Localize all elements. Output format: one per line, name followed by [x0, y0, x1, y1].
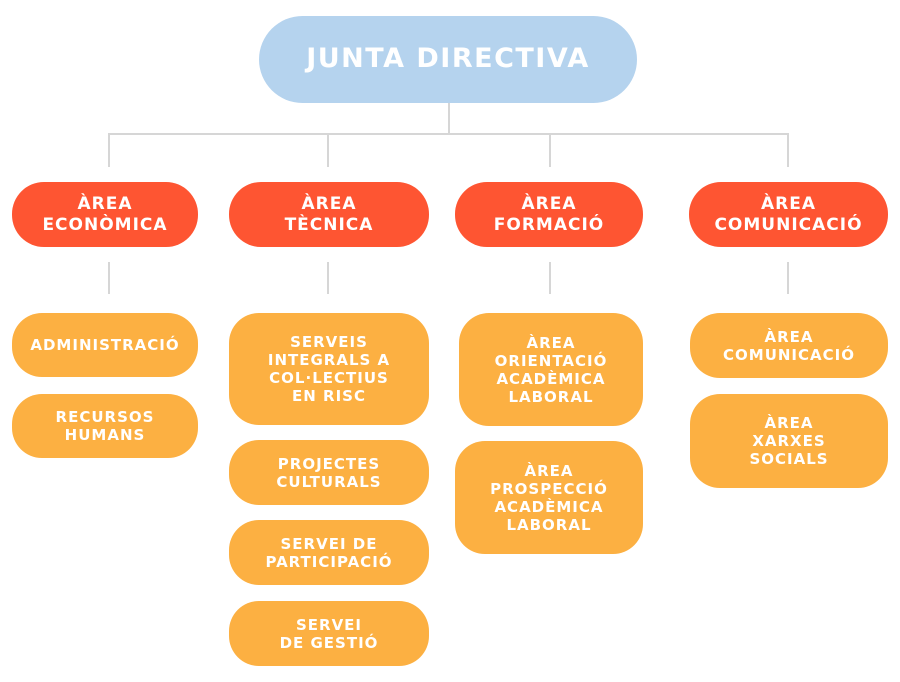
unit-connector-formacio — [549, 262, 551, 294]
unit-connector-tecnica — [327, 262, 329, 294]
unit-serveis-integrals: SERVEIS INTEGRALS A COL·LECTIUS EN RISC — [229, 313, 429, 425]
unit-connector-economica — [108, 262, 110, 294]
area-tecnica-node: ÀREA TÈCNICA — [229, 182, 429, 247]
unit-orientacio-academica: ÀREA ORIENTACIÓ ACADÈMICA LABORAL — [459, 313, 643, 426]
junta-directiva-node: JUNTA DIRECTIVA — [259, 16, 637, 103]
area-connector-comunicacio — [787, 133, 789, 167]
area-economica-node: ÀREA ECONÒMICA — [12, 182, 198, 247]
unit-connector-comunicacio — [787, 262, 789, 294]
unit-servei-participacio: SERVEI DE PARTICIPACIÓ — [229, 520, 429, 585]
unit-comunicacio: ÀREA COMUNICACIÓ — [690, 313, 888, 378]
area-comunicacio-node: ÀREA COMUNICACIÓ — [689, 182, 888, 247]
area-connector-economica — [108, 133, 110, 167]
area-formacio-node: ÀREA FORMACIÓ — [455, 182, 643, 247]
unit-servei-gestio: SERVEI DE GESTIÓ — [229, 601, 429, 666]
area-connector-tecnica — [327, 133, 329, 167]
root-connector — [448, 103, 450, 134]
unit-xarxes-socials: ÀREA XARXES SOCIALS — [690, 394, 888, 488]
unit-administracio: ADMINISTRACIÓ — [12, 313, 198, 377]
unit-prospeccio-academica: ÀREA PROSPECCIÓ ACADÈMICA LABORAL — [455, 441, 643, 554]
unit-recursos-humans: RECURSOS HUMANS — [12, 394, 198, 458]
branch-connector — [108, 133, 789, 135]
area-connector-formacio — [549, 133, 551, 167]
unit-projectes-culturals: PROJECTES CULTURALS — [229, 440, 429, 505]
